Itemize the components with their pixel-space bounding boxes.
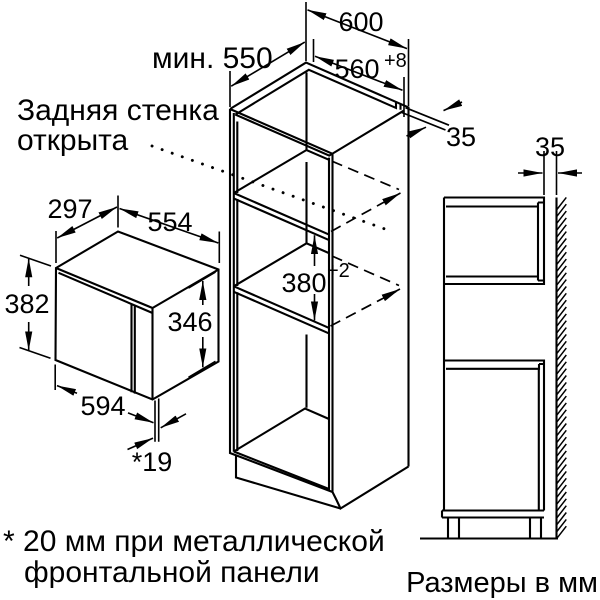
annotations: Задняя стенка открыта * 20 мм при металл…: [3, 94, 598, 599]
dim-label-cabinet-min-depth: мин. 550: [152, 42, 273, 75]
dim-microwave-top-width: 554: [119, 207, 221, 263]
dim-side-view-wall-clearance: 35: [518, 132, 582, 195]
cabinet-view: 35 600 560 +8 мин. 550 380 +2: [152, 2, 476, 511]
side-view-cabinet: [420, 196, 558, 540]
microwave-view: 297 554 382 346 594: [4, 194, 221, 477]
dim-cabinet-panel-thickness: 35: [401, 99, 476, 152]
cabinet-front-frame-lines: [232, 72, 331, 491]
dim-cabinet-outer-width: 600: [305, 2, 410, 106]
side-view: 35: [420, 132, 582, 540]
dim-label-cabinet-outer-width: 600: [338, 7, 383, 37]
cabinet-open-back-arrows: [330, 160, 401, 327]
cabinet-shelves: [233, 148, 330, 490]
dim-label-cabinet-niche-width: 560: [334, 54, 379, 84]
side-view-wall: [555, 196, 567, 540]
dim-label-cabinet-niche-width-tol: +8: [384, 50, 407, 72]
dim-label-cabinet-niche-height-tol: +2: [327, 260, 350, 282]
rear-wall-note-line1: Задняя стенка: [17, 94, 219, 127]
dim-cabinet-niche-width: 560 +8: [312, 39, 407, 117]
microwave-door-lines: [58, 271, 153, 394]
dim-microwave-front-panel-offset: *19: [127, 398, 187, 477]
dim-microwave-front-height: 382: [4, 254, 52, 360]
dim-label-cabinet-panel-thickness: 35: [446, 122, 476, 152]
rear-wall-note-line2: открыта: [17, 124, 129, 157]
dim-label-cabinet-niche-height: 380: [281, 268, 326, 298]
dim-cabinet-min-depth: мин. 550: [152, 41, 306, 107]
dim-label-microwave-front-panel-offset: *19: [132, 447, 173, 477]
dim-label-side-view-wall-clearance: 35: [535, 132, 565, 162]
dim-microwave-front-width: 594: [54, 364, 154, 424]
units-note: Размеры в мм: [406, 567, 598, 599]
dim-label-microwave-depth: 297: [47, 194, 92, 224]
dim-label-microwave-side-height: 346: [167, 307, 212, 337]
footnote-line2: фронтальной панели: [24, 556, 320, 589]
dim-microwave-depth: 297: [47, 194, 119, 263]
dim-cabinet-niche-height: 380 +2: [281, 235, 350, 321]
dim-label-microwave-front-height: 382: [4, 289, 49, 319]
dim-label-microwave-front-width: 594: [80, 391, 125, 421]
footnote-line1: * 20 мм при металлической: [3, 525, 385, 558]
dim-microwave-side-height: 346: [167, 271, 216, 378]
dim-label-microwave-top-width: 554: [147, 207, 192, 237]
